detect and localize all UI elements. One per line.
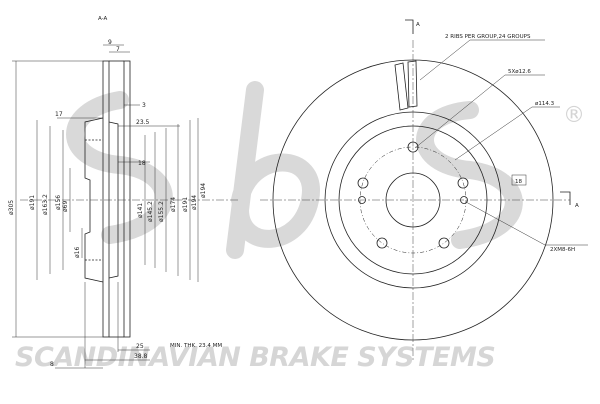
dim-25: 25: [136, 343, 144, 350]
dim-d191-right: ø191: [182, 197, 189, 212]
dim-d141: ø141: [137, 203, 144, 218]
angle-label: 18: [515, 179, 522, 185]
axes: [260, 40, 570, 360]
bottom-dim-lines: [55, 282, 150, 369]
dim-d69: ø69: [62, 201, 69, 212]
dim-3: 3: [142, 102, 146, 109]
bolt-hole: [376, 237, 388, 249]
dim-7: 7: [116, 46, 120, 53]
friction-ring-inner-face: [123, 60, 131, 338]
leader-lines: [414, 39, 588, 246]
bolt-hole: [438, 237, 450, 249]
bolt-hole: [357, 177, 369, 189]
dim-18: 18: [138, 160, 146, 167]
section-marker-right-label: A: [575, 203, 579, 209]
dimension-lines-left: [12, 60, 103, 338]
dim-d174: ø174: [170, 197, 177, 212]
dim-d145: ø145.2: [147, 201, 154, 222]
bolt-hole: [457, 177, 469, 189]
section-label: A-A: [98, 16, 108, 22]
dim-d155: ø155.2: [158, 201, 165, 222]
dim-9: 9: [108, 39, 112, 46]
dim-8: 8: [50, 361, 54, 368]
dim-23-5: 23.5: [136, 119, 150, 126]
sbs-watermark: [66, 81, 523, 259]
dim-d16: ø16: [74, 247, 81, 258]
dim-d305: ø305: [8, 200, 15, 215]
top-dim-lines: [57, 44, 180, 163]
section-marker-top-label: A: [416, 22, 420, 28]
pcd-label: ø114.3: [535, 101, 555, 107]
vent-rib: [394, 62, 409, 111]
registered-mark: ®: [563, 103, 585, 128]
dim-d163: ø163.2: [42, 194, 49, 215]
dim-d191-left: ø191: [29, 195, 36, 210]
section-marker-right: [560, 191, 571, 205]
dim-17: 17: [55, 111, 63, 118]
min-thickness-note: MIN. THK. 23.4 MM: [170, 343, 222, 349]
bolt-holes-label: 5Xø12.6: [508, 69, 531, 75]
section-marker-top: [405, 19, 414, 34]
watermark-tagline: SCANDINAVIAN BRAKE SYSTEMS: [15, 342, 495, 373]
dim-d156: ø156: [55, 195, 62, 210]
dim-d194: ø194: [191, 195, 198, 210]
threads-label: 2XM8-6H: [550, 247, 575, 253]
ribs-note: 2 RIBS PER GROUP,24 GROUPS: [445, 34, 531, 40]
vent-rib: [407, 60, 418, 108]
friction-ring-outer-face: [102, 60, 110, 338]
dimension-lines-right: [144, 118, 199, 282]
dim-d194-outer: ø194: [200, 183, 207, 198]
dim-38-8: 38.8: [134, 353, 148, 360]
